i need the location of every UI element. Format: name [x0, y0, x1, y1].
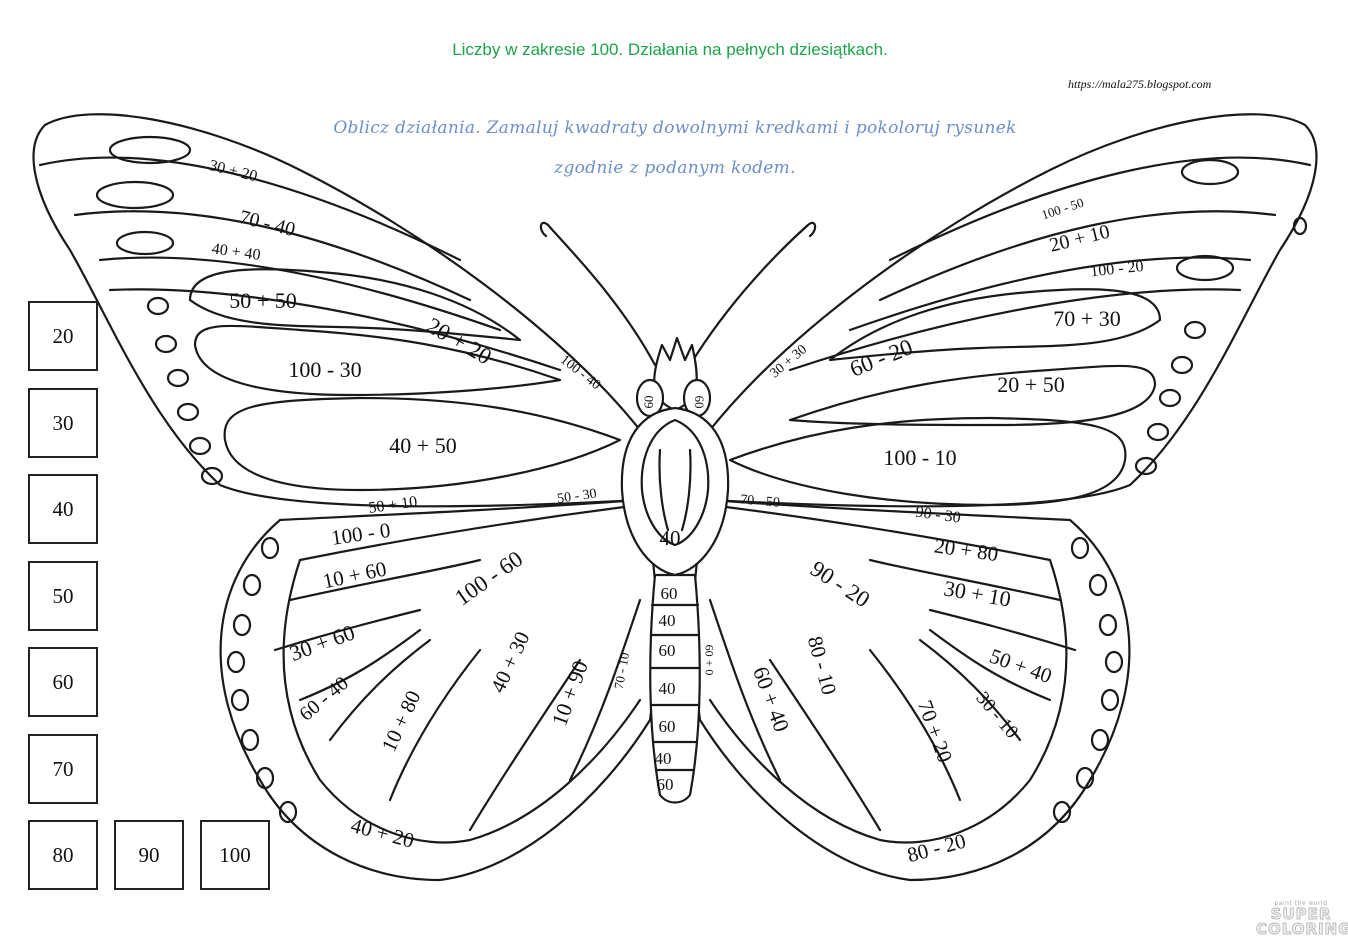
- legend-box-100[interactable]: 100: [200, 820, 270, 890]
- operation-label: 100 - 40: [557, 353, 603, 394]
- operation-label: 100 - 20: [1090, 258, 1145, 280]
- butterfly-thorax: [620, 406, 730, 577]
- operation-label: 40 + 40: [211, 240, 262, 264]
- supercoloring-logo: paint the world SUPER COLORING: [1256, 900, 1348, 950]
- logo-word-top: SUPER: [1270, 905, 1332, 923]
- left-upper-cell-1: [188, 268, 522, 342]
- operation-label: 10 + 60: [321, 556, 389, 593]
- operation-label: 40 + 50: [389, 433, 456, 458]
- left-spot-1: [108, 135, 192, 165]
- operation-label: 50 + 40: [986, 644, 1055, 689]
- operation-label: 100 - 60: [450, 546, 527, 610]
- operation-label: 80 - 10: [803, 634, 842, 698]
- butterfly-antenna-right: [688, 221, 817, 367]
- operation-label: 60: [661, 584, 678, 603]
- left-upper-wing-band-1: [38, 156, 462, 262]
- left-lower-inner: [282, 558, 642, 844]
- operation-label: 40: [660, 526, 681, 550]
- operation-label: 30 + 20: [207, 157, 259, 185]
- operation-label: 60: [659, 717, 676, 736]
- legend-box-40[interactable]: 40: [28, 474, 98, 544]
- operation-label: 20 + 20: [422, 313, 496, 370]
- operation-label: 70 - 50: [740, 493, 781, 511]
- operation-label: 40: [655, 749, 672, 768]
- operation-label: 70 - 10: [611, 651, 632, 690]
- page-title: Liczby w zakresie 100. Działania na pełn…: [452, 40, 888, 59]
- operation-label: 50 + 10: [367, 493, 418, 517]
- source-url: https://mala275.blogspot.com: [1068, 77, 1212, 91]
- operation-label: 30 + 60: [286, 619, 358, 666]
- operation-label: 10 + 80: [377, 687, 426, 755]
- operation-label: 100 - 10: [883, 445, 956, 470]
- left-spot-2: [95, 180, 175, 210]
- left-upper-wing-band-2: [73, 210, 472, 302]
- legend-box-70[interactable]: 70: [28, 734, 98, 804]
- operation-label: 60: [692, 396, 707, 409]
- operation-label: 100 - 30: [288, 357, 361, 382]
- legend-box-60[interactable]: 60: [28, 647, 98, 717]
- operation-label: 10 + 90: [546, 657, 593, 729]
- operation-label: 80 - 20: [905, 829, 969, 868]
- operation-label: 70 + 30: [1053, 306, 1120, 331]
- legend-box-50[interactable]: 50: [28, 561, 98, 631]
- butterfly-abdomen: [649, 573, 701, 804]
- operation-label: 60: [657, 775, 674, 794]
- operation-label: 100 - 50: [1040, 195, 1086, 223]
- logo-word-bottom: COLORING: [1256, 920, 1348, 938]
- legend-box-30[interactable]: 30: [28, 388, 98, 458]
- operation-label: 60: [641, 396, 656, 409]
- logo-tagline: paint the world: [1274, 900, 1328, 907]
- legend-box-80[interactable]: 80: [28, 820, 98, 890]
- instruction-line-1: Oblicz działania. Zamaluj kwadraty dowol…: [333, 118, 1017, 138]
- operation-label: 90 - 20: [806, 556, 874, 612]
- operation-label: 40: [659, 611, 676, 630]
- left-upper-wing-outline: [32, 113, 642, 508]
- operation-label: 20 + 80: [933, 533, 1000, 566]
- left-upper-cell-3: [223, 396, 622, 492]
- instruction-line-2: zgodnie z podanym kodem.: [554, 158, 796, 178]
- operation-label: 30 + 10: [942, 575, 1013, 611]
- operation-label: 60 + 0: [702, 645, 716, 676]
- operation-label: 30 - 10: [972, 688, 1023, 743]
- left-upper-cell-2: [193, 324, 562, 397]
- left-upper-wing-band-4: [108, 288, 562, 372]
- operation-label: 50 - 30: [556, 487, 597, 507]
- operation-label: 40: [659, 679, 676, 698]
- operation-label: 40 + 20: [348, 813, 416, 853]
- legend-box-20[interactable]: 20: [28, 301, 98, 371]
- operation-label: 20 + 50: [997, 372, 1064, 397]
- operation-label: 40 + 30: [486, 628, 535, 696]
- operation-label: 60: [659, 641, 676, 660]
- operation-label: 90 - 30: [914, 504, 961, 527]
- operation-label: 70 - 40: [237, 206, 297, 241]
- operation-label: 20 + 10: [1047, 221, 1112, 257]
- operation-label: 70 + 20: [913, 697, 958, 766]
- left-spot-3: [115, 230, 175, 256]
- legend-box-90[interactable]: 90: [114, 820, 184, 890]
- butterfly-antenna-left: [539, 221, 657, 367]
- operation-label: 50 + 50: [229, 288, 296, 313]
